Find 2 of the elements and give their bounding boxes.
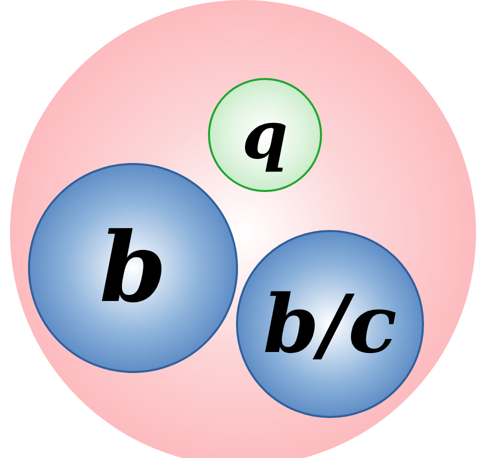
quark-symbol: b/c (263, 284, 397, 364)
quark-symbol: b (99, 220, 167, 316)
